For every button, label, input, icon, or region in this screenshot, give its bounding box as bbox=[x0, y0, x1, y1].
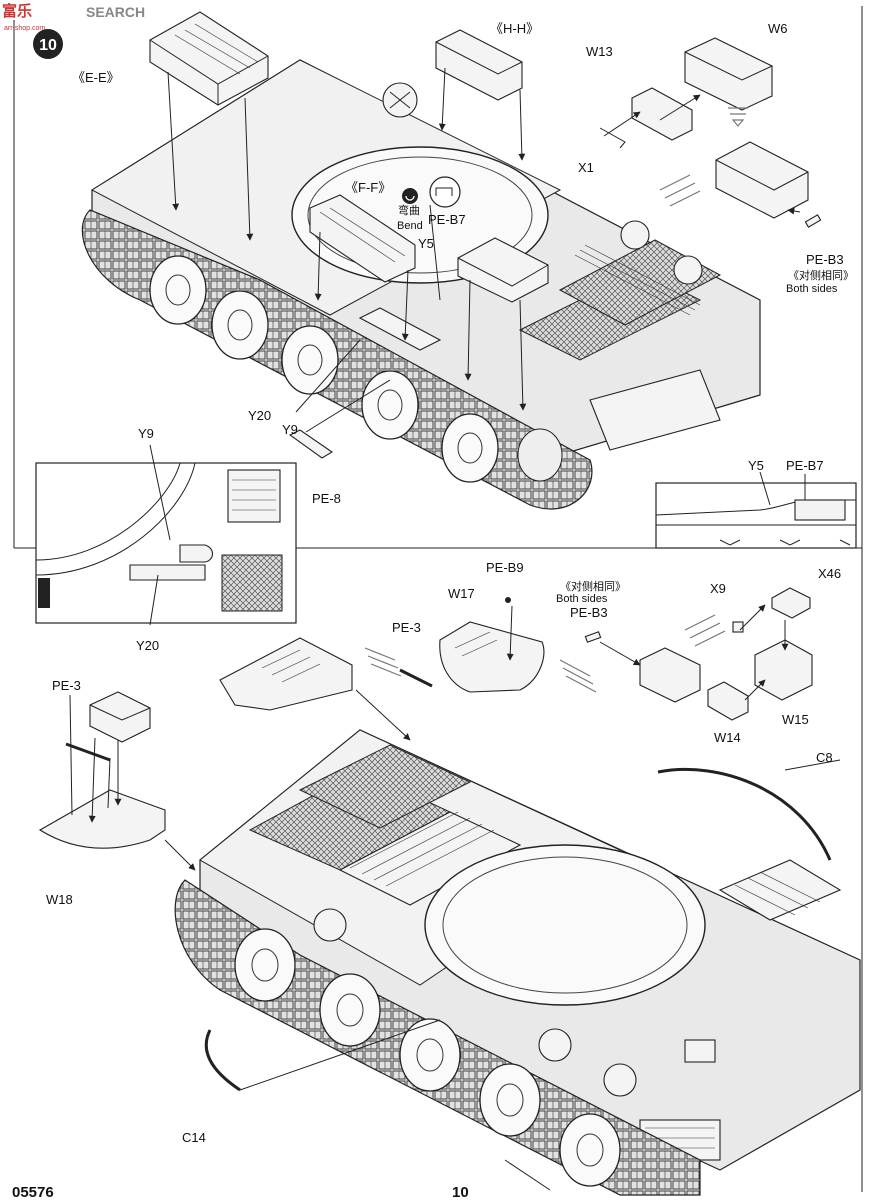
label-w17: W17 bbox=[448, 586, 475, 601]
label-x9: X9 bbox=[710, 581, 726, 596]
label-w13: W13 bbox=[586, 44, 613, 59]
lower-hull bbox=[199, 729, 861, 1171]
part-w18 bbox=[38, 789, 166, 849]
label-pe-b7: PE-B7 bbox=[428, 212, 466, 227]
label-w14: W14 bbox=[714, 730, 741, 745]
label-c8: C8 bbox=[816, 750, 833, 765]
part-y5-box bbox=[457, 237, 549, 303]
label-c14: C14 bbox=[182, 1130, 206, 1145]
label-y5: Y5 bbox=[418, 236, 434, 251]
label-bend-cn: 弯曲 bbox=[398, 203, 420, 217]
inset-left-y20: Y20 bbox=[136, 638, 159, 653]
watermark: 富乐 SEARCH arr-shop.com bbox=[2, 2, 145, 32]
watermark-text: SEARCH bbox=[86, 4, 145, 20]
label-x46: X46 bbox=[818, 566, 841, 581]
label-both-en: Both sides bbox=[786, 283, 838, 295]
label-pe-b3-bottom: PE-B3 bbox=[570, 605, 608, 620]
bottom-motion-hatch bbox=[364, 614, 726, 693]
label-pe-3-top: PE-3 bbox=[392, 620, 421, 635]
part-w13 bbox=[631, 87, 693, 141]
label-w15: W15 bbox=[782, 712, 809, 727]
label-w18: W18 bbox=[46, 892, 73, 907]
part-c8 bbox=[657, 767, 832, 861]
part-w15 bbox=[754, 639, 813, 701]
part-ee-box bbox=[149, 11, 269, 106]
inset-right-pe-b7: PE-B7 bbox=[786, 458, 824, 473]
label-both-cn-bottom: 《对侧相同》 bbox=[560, 579, 626, 593]
part-c14 bbox=[204, 1029, 241, 1092]
part-fender-panel bbox=[219, 637, 353, 711]
part-pe-b9 bbox=[505, 597, 511, 603]
label-w6: W6 bbox=[768, 21, 788, 36]
part-headlight-box bbox=[639, 647, 701, 703]
part-pe-b3-bottom bbox=[584, 631, 602, 643]
top-track bbox=[81, 209, 593, 510]
bottom-leader-lines bbox=[69, 604, 841, 1191]
part-x1 bbox=[599, 127, 626, 149]
inset-right bbox=[655, 471, 857, 549]
label-ee: 《E-E》 bbox=[72, 70, 120, 85]
label-pe-b3: PE-B3 bbox=[806, 252, 844, 267]
top-leader-lines bbox=[167, 67, 801, 433]
kit-number: 05576 bbox=[12, 1184, 54, 1200]
label-both-en-bottom: Both sides bbox=[556, 593, 608, 605]
part-side-box-assembled bbox=[715, 141, 809, 219]
label-pe-8: PE-8 bbox=[312, 491, 341, 506]
label-pe-3-left: PE-3 bbox=[52, 678, 81, 693]
label-ff: 《F-F》 bbox=[345, 180, 391, 195]
inset-left-y9: Y9 bbox=[138, 426, 154, 441]
label-y20: Y20 bbox=[248, 408, 271, 423]
part-x46 bbox=[771, 587, 811, 619]
label-bend-en: Bend bbox=[397, 220, 423, 232]
label-both-cn: 《对侧相同》 bbox=[788, 268, 854, 282]
label-pe-b9: PE-B9 bbox=[486, 560, 524, 575]
pe-b7-callout bbox=[429, 176, 461, 208]
inset-left bbox=[35, 444, 297, 626]
motion-hatch bbox=[659, 107, 748, 207]
part-pe-3-top bbox=[399, 668, 433, 688]
label-hh: 《H-H》 bbox=[490, 21, 539, 36]
top-step: 《E-E》 《H-H》 《F-F》 弯曲 Bend PE-B7 Y5 W13 W… bbox=[35, 11, 857, 653]
part-storage-box-w18 bbox=[89, 691, 151, 743]
step-number: 10 bbox=[39, 37, 57, 54]
part-pe-3-left bbox=[65, 742, 111, 762]
watermark-url: arr-shop.com bbox=[4, 25, 45, 32]
watermark-hanzi: 富乐 bbox=[2, 2, 32, 20]
bottom-step: PE-B9 W17 PE-3 《对侧相同》 Both sides PE-B3 X… bbox=[38, 560, 861, 1196]
label-x1: X1 bbox=[578, 160, 594, 175]
page-number: 10 bbox=[452, 1184, 469, 1200]
part-hh-box bbox=[435, 29, 523, 101]
step-badge: 10 bbox=[33, 29, 63, 59]
part-w17 bbox=[439, 621, 545, 693]
inset-right-y5: Y5 bbox=[748, 458, 764, 473]
part-pe-8 bbox=[288, 429, 334, 459]
part-y20 bbox=[358, 307, 442, 351]
label-y9: Y9 bbox=[282, 422, 298, 437]
bend-icon bbox=[402, 188, 418, 204]
part-ff-box bbox=[309, 194, 416, 283]
part-w6 bbox=[684, 37, 773, 111]
part-pe-b3 bbox=[804, 214, 822, 228]
part-x9 bbox=[732, 621, 744, 633]
bottom-track bbox=[174, 879, 701, 1196]
part-w14 bbox=[707, 681, 749, 721]
